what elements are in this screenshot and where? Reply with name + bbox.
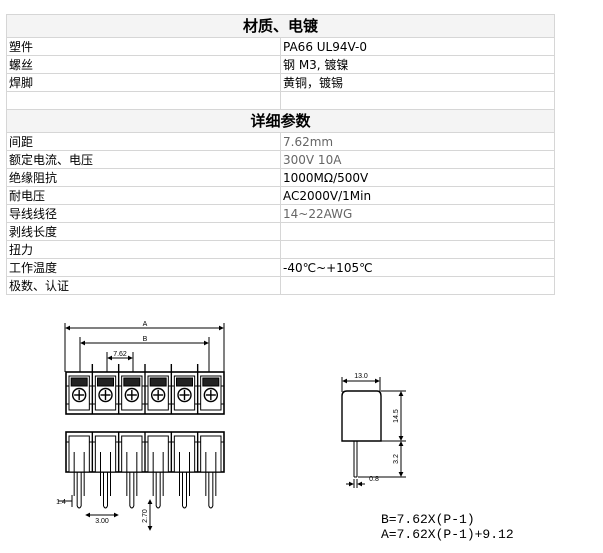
dim-pin-spacing-label: 3.00 — [95, 518, 109, 525]
dim-a-label: A — [143, 321, 148, 328]
pin-tip — [155, 505, 161, 509]
dim-pin-offset: 1.4 — [56, 495, 73, 507]
spec-value: -40℃~+105℃ — [280, 258, 555, 277]
terminal-block-bottom — [65, 431, 225, 509]
terminal-cell — [200, 435, 222, 473]
spec-label: 极数、认证 — [6, 276, 281, 295]
dim-b: B — [79, 336, 210, 375]
wire-entry — [149, 377, 167, 387]
dim-side-pin-length: 3.2 — [358, 441, 406, 478]
dim-side-pin-dia: 0.8 — [346, 476, 379, 488]
dim-side-width: 13.0 — [341, 373, 381, 392]
spec-row: 极数、认证 — [6, 276, 555, 295]
dim-b-label: B — [143, 336, 148, 343]
wire-entry — [123, 377, 141, 387]
spec-label: 间距 — [6, 132, 281, 151]
side-view: 13.0 14.5 3.2 0.8 — [341, 373, 406, 488]
pin-tip — [103, 505, 108, 509]
wire-entry — [202, 377, 220, 387]
side-body — [341, 390, 382, 478]
dim-pitch-label: 7.62 — [113, 351, 127, 358]
spec-row: 焊脚 黄铜，镀锡 — [6, 73, 555, 92]
dim-side-width-label: 13.0 — [354, 373, 368, 380]
spec-row: 间距 7.62mm — [6, 132, 555, 151]
wire-entry — [97, 377, 114, 387]
spec-row: 工作温度 -40℃~+105℃ — [6, 258, 555, 277]
spec-value: 1000MΩ/500V — [280, 168, 555, 187]
pin-tip — [129, 505, 135, 509]
dim-side-height-label: 14.5 — [393, 409, 400, 423]
terminal-cell — [121, 435, 143, 473]
spec-row: 剥线长度 — [6, 222, 555, 241]
terminal-cell — [68, 435, 90, 473]
spec-value: 黄铜，镀锡 — [280, 73, 555, 92]
terminal-cell — [94, 435, 117, 473]
pin-tip — [182, 505, 187, 509]
params-section-header: 详细参数 — [6, 109, 555, 133]
dim-side-height: 14.5 — [381, 390, 406, 442]
front-view: A B 7.62 — [56, 321, 225, 531]
material-title: 材质、电镀 — [6, 14, 555, 38]
wire-entry — [70, 377, 88, 387]
dim-pin-width: 2.70 — [142, 499, 153, 531]
dim-pin-width-label: 2.70 — [142, 509, 149, 523]
wire-entry — [176, 377, 193, 387]
spec-value — [280, 276, 555, 295]
dim-side-pin-dia-label: 0.8 — [369, 476, 379, 483]
dim-pin-spacing: 3.00 — [85, 512, 119, 525]
spec-row: 螺丝 钢 M3, 镀镍 — [6, 55, 555, 74]
terminal-cell — [173, 435, 196, 473]
dim-pin-offset-label: 1.4 — [56, 499, 66, 506]
spec-value: 钢 M3, 镀镍 — [280, 55, 555, 74]
material-section-header: 材质、电镀 — [6, 14, 555, 38]
pin-tip — [208, 505, 214, 509]
spec-table: 材质、电镀 塑件 PA66 UL94V-0 螺丝 钢 M3, 镀镍 焊脚 黄铜，… — [6, 14, 555, 295]
formula-b: B=7.62X(P-1) — [381, 512, 475, 527]
dim-side-pin-length-label: 3.2 — [393, 454, 400, 464]
terminal-block-top — [65, 364, 225, 415]
spec-row: 塑件 PA66 UL94V-0 — [6, 37, 555, 56]
pin-tip — [76, 505, 82, 509]
formula-a: A=7.62X(P-1)+9.12 — [381, 527, 514, 542]
params-title: 详细参数 — [6, 109, 555, 133]
dim-a: A — [64, 321, 225, 372]
terminal-cell — [147, 435, 169, 473]
spec-row: 绝缘阻抗 1000MΩ/500V — [6, 168, 555, 187]
